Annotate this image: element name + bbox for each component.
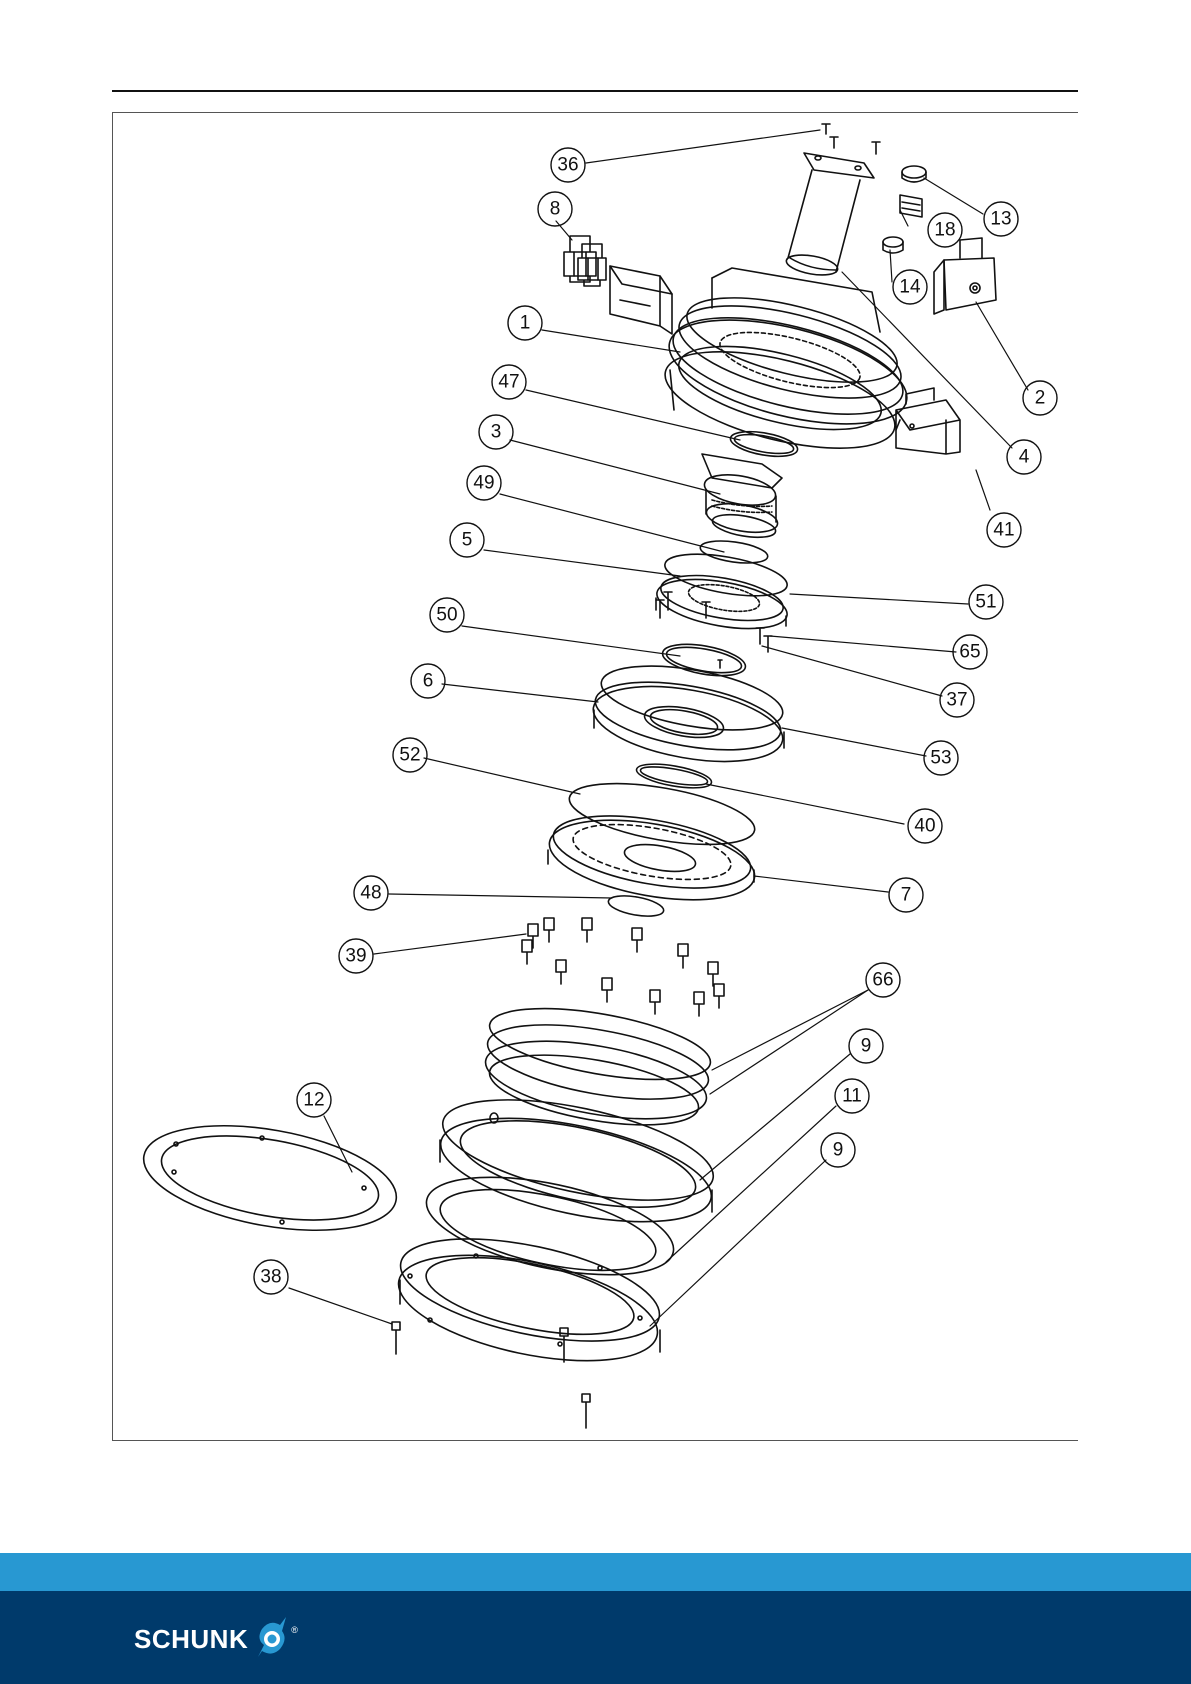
callout-50: 50 [436,605,457,626]
o-ring-49 [699,537,769,566]
callout-9-lower: 9 [833,1140,844,1161]
callout-65: 65 [959,642,980,663]
callout-13: 13 [990,209,1011,230]
callout-14: 14 [899,277,921,298]
callout-9-upper: 9 [861,1036,872,1057]
exploded-view-diagram: 36 8 13 18 14 1 2 47 4 3 49 41 5 51 50 6… [0,0,1191,1450]
plate-12 [136,1109,405,1248]
callout-2: 2 [1035,388,1046,409]
jaw-block-lower [896,388,960,454]
callout-4: 4 [1019,447,1030,468]
footer-stripe [0,1553,1191,1591]
brand-name: SCHUNK [134,1624,248,1655]
piston-part-6 [588,654,789,774]
ring-9-upper [432,1080,722,1242]
screw-set-38 [392,1322,590,1428]
jaw-block-right [934,238,996,314]
schunk-logo-icon [250,1617,290,1661]
callout-7: 7 [901,885,912,906]
callout-38: 38 [260,1267,281,1288]
main-housing [656,268,917,467]
callout-66: 66 [872,970,893,991]
callout-18: 18 [934,220,955,241]
callout-12: 12 [303,1090,324,1111]
callout-51: 51 [975,592,996,613]
ring-9-lower [389,1220,668,1381]
top-screws [822,124,880,154]
callout-6: 6 [423,671,434,692]
o-ring-50 [660,639,748,681]
fittings-left [564,236,606,286]
callout-47: 47 [498,372,519,393]
schunk-logo: SCHUNK ® [134,1617,298,1661]
ring-11 [418,1159,682,1294]
callout-1: 1 [520,313,531,334]
jaw-block-left [610,266,672,334]
callout-41: 41 [993,520,1014,541]
leader-lines [289,130,1028,1326]
callout-circles [254,148,1057,1294]
callout-52: 52 [399,745,420,766]
callout-40: 40 [914,816,935,837]
callout-48: 48 [360,883,381,904]
callout-37: 37 [946,690,967,711]
callout-8: 8 [550,199,561,220]
ring-set-66 [480,995,716,1138]
callout-49: 49 [473,473,494,494]
fittings [883,166,926,253]
callout-36: 36 [557,155,578,176]
callout-11: 11 [842,1086,862,1107]
callout-53: 53 [930,748,951,769]
callout-5: 5 [462,530,473,551]
registered-mark: ® [291,1625,298,1635]
callout-39: 39 [345,946,366,967]
tube-part [785,153,874,278]
callout-3: 3 [491,422,502,443]
piston-part-3 [702,454,782,541]
screw-set-39 [522,918,724,1016]
